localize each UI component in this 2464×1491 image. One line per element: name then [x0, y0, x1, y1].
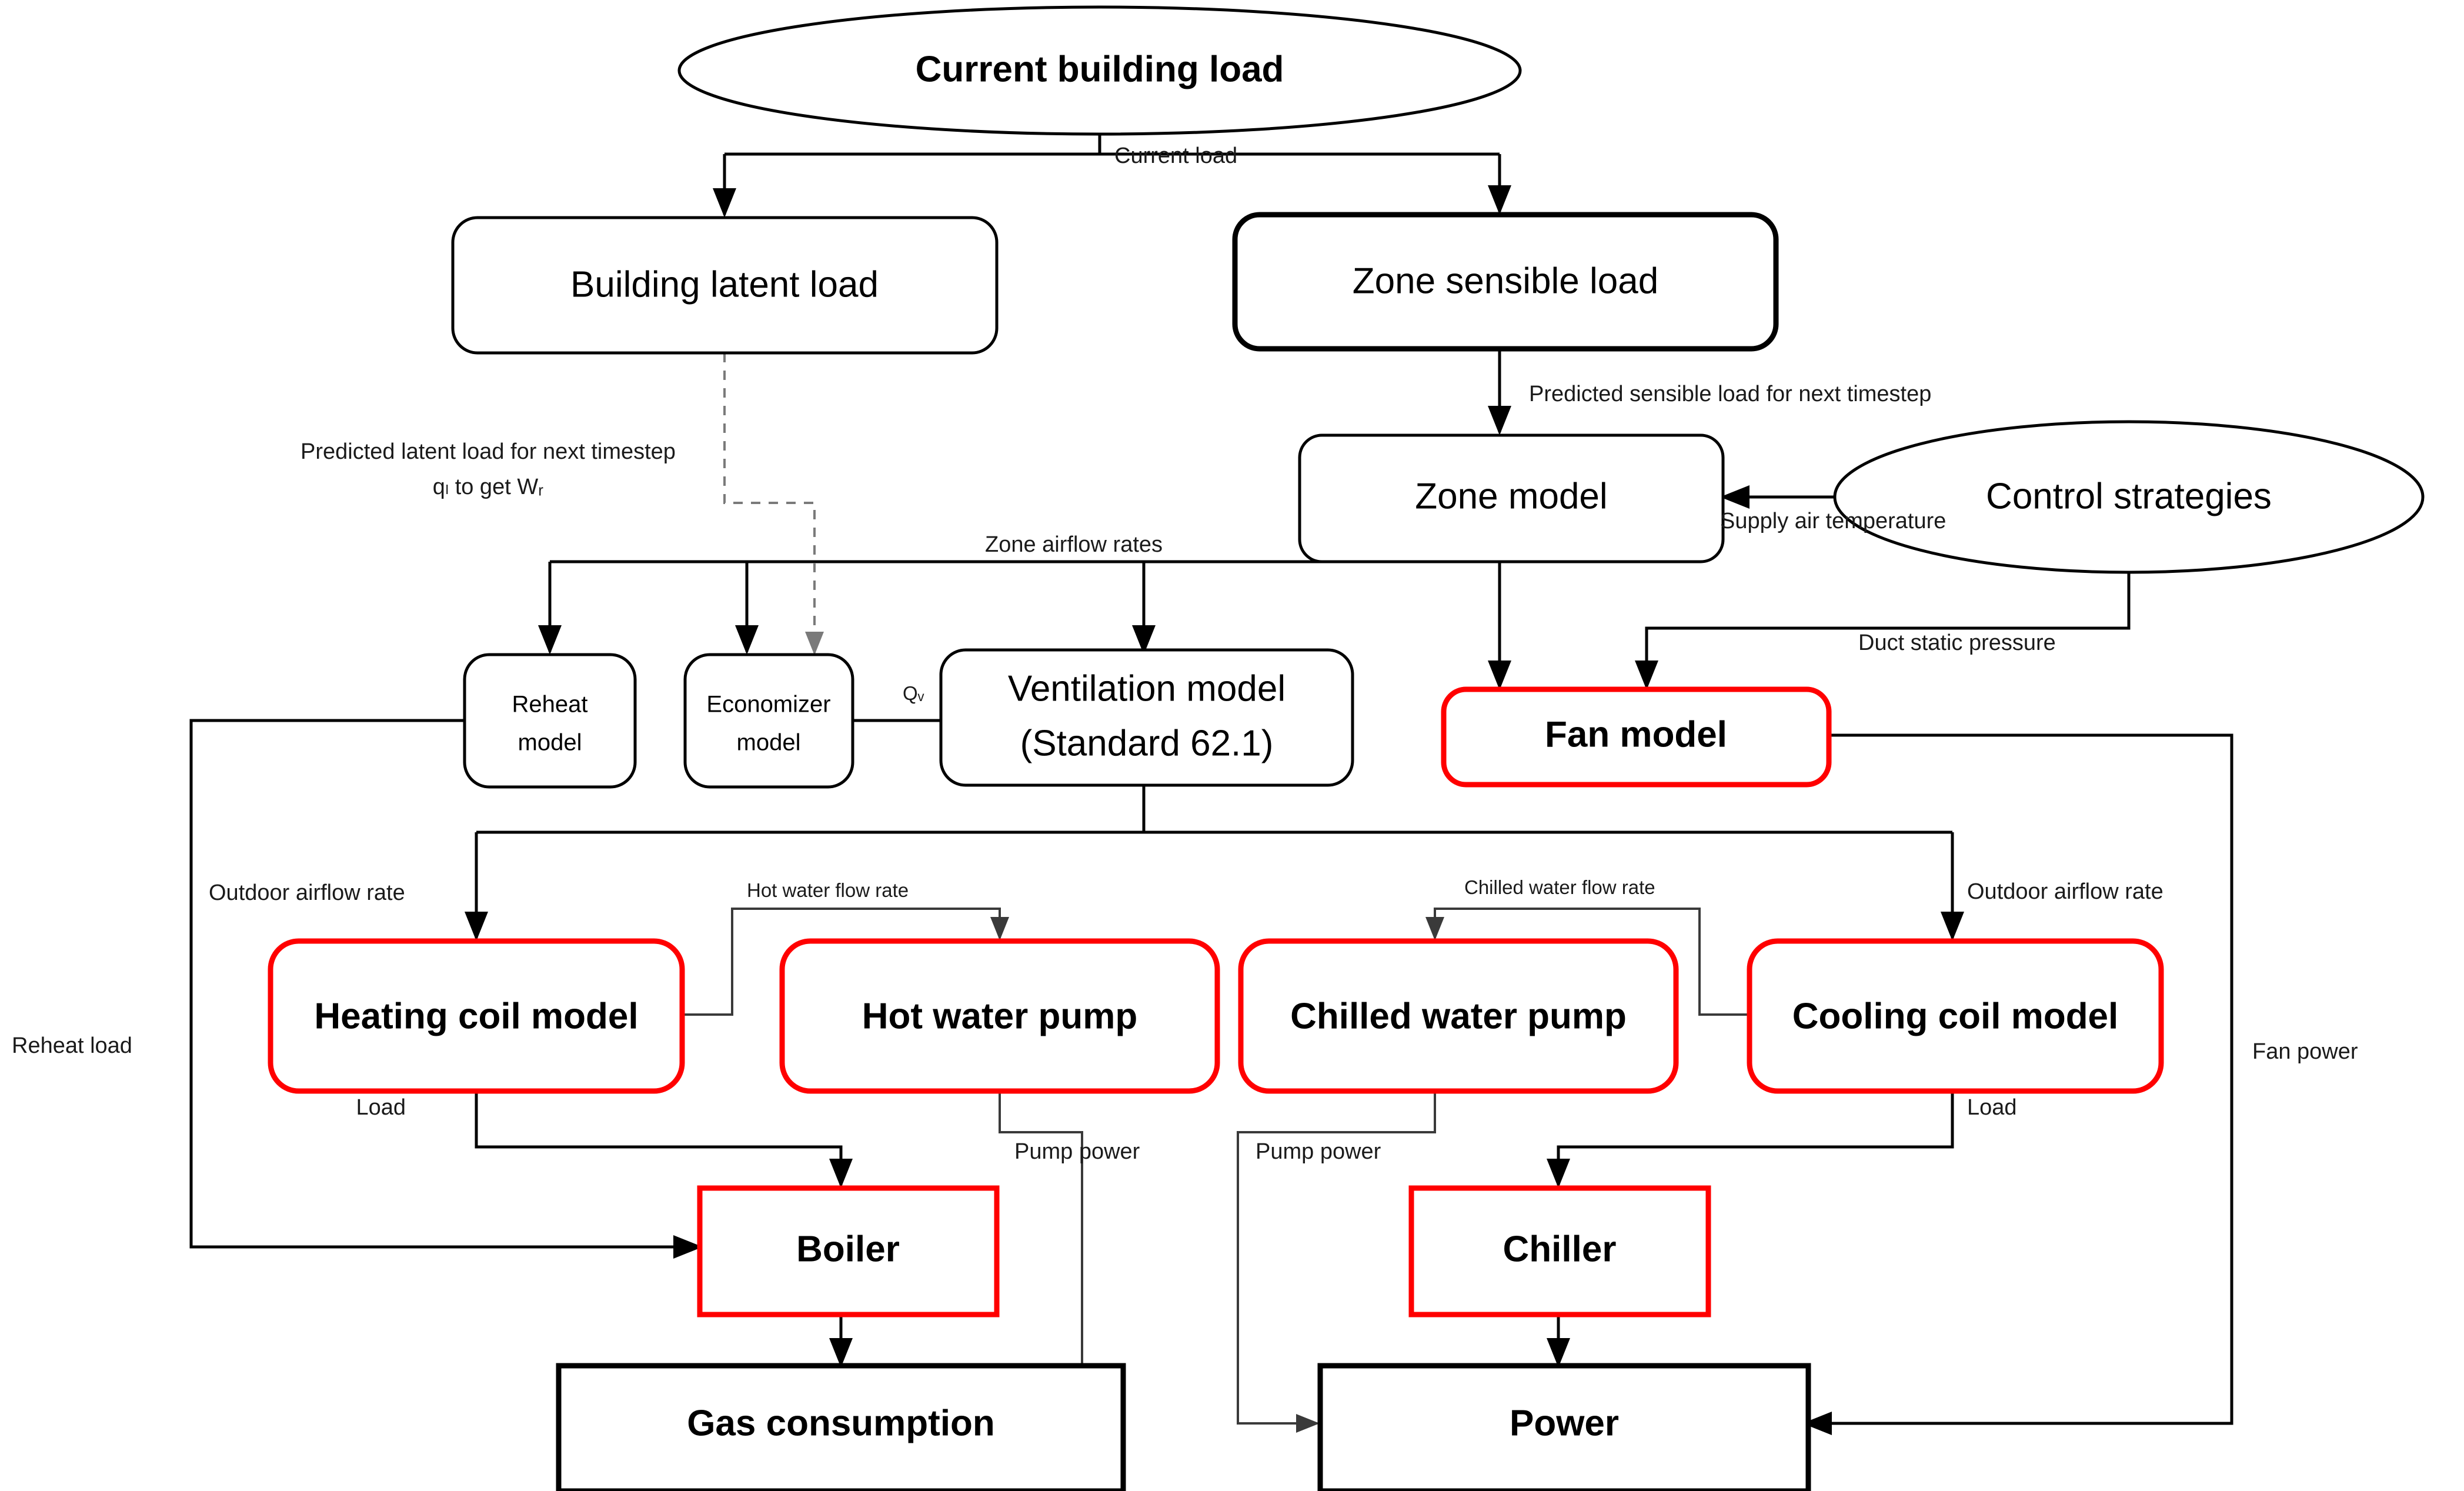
- zone-sensible-load-shape: [1232, 212, 1779, 352]
- chilled-water-pump-shape: [1238, 938, 1679, 1094]
- edge-label-outdoor-airflow-rate-right: Outdoor airflow rate: [1967, 879, 2163, 904]
- edge-label-hot-water-flow-rate: Hot water flow rate: [747, 879, 909, 901]
- control-strategies-label: Control strategies: [1986, 476, 2272, 516]
- node-chilled-water-pump[interactable]: Chilled water pump: [1238, 938, 1679, 1094]
- building-latent-load-shape: [451, 216, 999, 355]
- power-shape: [1317, 1363, 1811, 1491]
- economizer-model-label-line1: Economizer: [706, 692, 830, 718]
- edge-label-reheat-load: Reheat load: [12, 1033, 132, 1058]
- ventilation-model-label-line2: (Standard 62.1): [1020, 723, 1274, 763]
- heating-coil-model-shape: [268, 938, 685, 1094]
- economizer-model-label-line2: model: [737, 730, 801, 756]
- node-chiller[interactable]: Chiller: [1408, 1185, 1711, 1317]
- current-building-load-label: Current building load: [916, 49, 1284, 89]
- node-boiler[interactable]: Boiler: [697, 1185, 1000, 1317]
- edge-chilled-water-pump-to-power: [1237, 1091, 1436, 1433]
- node-building-latent-load[interactable]: Building latent load: [451, 216, 999, 355]
- edge-reheat-model-to-boiler: [189, 719, 703, 1259]
- ventilation-model-shape: [939, 648, 1354, 787]
- node-ventilation-model[interactable]: Ventilation model (Standard 62.1): [939, 648, 1354, 787]
- reheat-model-shape: [463, 653, 637, 789]
- zone-sensible-load-label: Zone sensible load: [1353, 261, 1658, 301]
- edge-label-pump-power-left: Pump power: [1014, 1139, 1140, 1164]
- node-zone-model[interactable]: Zone model: [1298, 433, 1725, 563]
- edge-label-zone-airflow-rates: Zone airflow rates: [985, 532, 1163, 557]
- node-current-building-load[interactable]: Current building load: [677, 5, 1522, 136]
- edge-label-outdoor-airflow-rate-left: Outdoor airflow rate: [209, 880, 405, 905]
- fan-model-shape: [1441, 686, 1832, 788]
- economizer-model-shape: [683, 653, 854, 789]
- edge-label-chilled-water-flow-rate: Chilled water flow rate: [1464, 876, 1655, 898]
- ventilation-model-label-line1: Ventilation model: [1008, 668, 1286, 709]
- hot-water-pump-shape: [779, 938, 1220, 1094]
- node-cooling-coil-model[interactable]: Cooling coil model: [1747, 938, 2164, 1094]
- node-power[interactable]: Power: [1317, 1363, 1811, 1491]
- edge-cooling-coil-to-chiller: [1547, 1091, 1954, 1188]
- boiler-label: Boiler: [796, 1229, 900, 1269]
- heating-coil-model-label: Heating coil model: [314, 996, 638, 1036]
- reheat-model-label-line2: model: [518, 730, 582, 756]
- edge-label-pump-power-right: Pump power: [1256, 1139, 1381, 1164]
- edge-label-duct-static-pressure: Duct static pressure: [1858, 631, 2056, 655]
- power-label: Power: [1510, 1403, 1619, 1443]
- node-hot-water-pump[interactable]: Hot water pump: [779, 938, 1220, 1094]
- gas-consumption-shape: [556, 1363, 1126, 1491]
- zone-model-label: Zone model: [1415, 476, 1607, 516]
- edge-control-to-fan-model: [1635, 541, 2131, 690]
- edge-label-predicted-latent-load-line2: qₗ to get Wᵣ: [433, 475, 544, 499]
- edge-latent-load-dashed-to-economizer: [723, 353, 824, 655]
- boiler-shape: [697, 1185, 1000, 1317]
- current-building-load-shape: [677, 5, 1522, 136]
- node-fan-model[interactable]: Fan model: [1441, 686, 1832, 788]
- edge-fan-model-to-power: [1802, 733, 2233, 1435]
- node-economizer-model[interactable]: Economizer model: [683, 653, 854, 789]
- node-zone-sensible-load[interactable]: Zone sensible load: [1232, 212, 1779, 352]
- edge-label-load-left: Load: [356, 1095, 406, 1120]
- edge-heating-coil-to-hot-water-pump: [682, 908, 1009, 1016]
- building-latent-load-label: Building latent load: [570, 264, 879, 305]
- hot-water-pump-label: Hot water pump: [862, 996, 1137, 1036]
- zone-model-shape: [1298, 433, 1725, 563]
- edge-heating-coil-to-boiler: [475, 1091, 853, 1188]
- edge-label-load-right: Load: [1967, 1095, 2017, 1120]
- edge-cooling-coil-to-chilled-water-pump: [1425, 908, 1749, 1016]
- cooling-coil-model-shape: [1747, 938, 2164, 1094]
- reheat-model-label-line1: Reheat: [512, 692, 588, 718]
- cooling-coil-model-label: Cooling coil model: [1792, 996, 2119, 1036]
- chiller-shape: [1408, 1185, 1711, 1317]
- control-strategies-shape: [1833, 420, 2425, 574]
- gas-consumption-label: Gas consumption: [687, 1403, 995, 1443]
- node-reheat-model[interactable]: Reheat model: [463, 653, 637, 789]
- fan-model-label: Fan model: [1545, 714, 1727, 755]
- chilled-water-pump-label: Chilled water pump: [1290, 996, 1627, 1036]
- node-control-strategies[interactable]: Control strategies: [1833, 420, 2425, 574]
- edge-label-supply-air-temperature: Supply air temperature: [1720, 509, 1946, 533]
- edge-label-current-load: Current load: [1114, 144, 1237, 168]
- edge-label-qv: Qᵥ: [903, 682, 924, 704]
- edge-label-fan-power: Fan power: [2252, 1039, 2358, 1064]
- chiller-label: Chiller: [1503, 1229, 1617, 1269]
- node-heating-coil-model[interactable]: Heating coil model: [268, 938, 685, 1094]
- node-gas-consumption[interactable]: Gas consumption: [556, 1363, 1126, 1491]
- edge-label-predicted-sensible-load: Predicted sensible load for next timeste…: [1529, 382, 1931, 406]
- edge-label-predicted-latent-load-line1: Predicted latent load for next timestep: [301, 439, 676, 464]
